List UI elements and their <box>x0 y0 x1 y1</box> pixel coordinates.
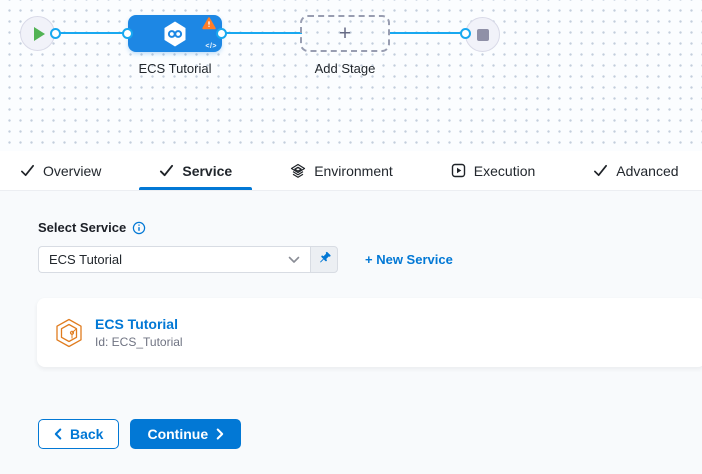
select-service-label: Select Service <box>38 220 127 235</box>
continue-button[interactable]: Continue <box>130 419 242 449</box>
tab-advanced[interactable]: Advanced <box>573 151 698 190</box>
chevron-down-icon <box>288 256 300 264</box>
back-button-label: Back <box>70 426 104 442</box>
pin-icon <box>316 251 333 268</box>
pipeline-edge <box>55 32 130 34</box>
service-card-text: ECS Tutorial Id: ECS_Tutorial <box>95 316 183 349</box>
new-service-link[interactable]: + New Service <box>365 246 453 273</box>
pipeline-end-node[interactable] <box>465 17 500 52</box>
edge-connector <box>50 28 61 39</box>
stage-node-ecs-tutorial[interactable]: </> <box>128 15 222 52</box>
tab-label: Overview <box>43 162 102 179</box>
select-service-label-row: Select Service <box>38 220 146 235</box>
pipeline-canvas[interactable]: </> + ECS Tutorial Add Stage <box>0 0 702 151</box>
service-select-row: ECS Tutorial <box>38 246 338 273</box>
tab-label: Environment <box>314 162 393 179</box>
service-tab-panel: Select Service ECS Tutorial <box>0 191 702 474</box>
chevron-right-icon <box>216 428 224 440</box>
tab-label: Service <box>182 162 233 179</box>
edge-connector <box>122 28 133 39</box>
tab-label: Execution <box>473 162 536 179</box>
code-badge: </> <box>205 43 217 50</box>
environment-icon <box>290 163 306 179</box>
check-icon <box>593 163 608 178</box>
edge-connector <box>460 28 471 39</box>
harness-cd-hexagon-icon <box>163 21 187 47</box>
tab-environment[interactable]: Environment <box>270 151 413 190</box>
tab-execution[interactable]: Execution <box>431 151 555 190</box>
service-hexagon-icon <box>55 318 83 348</box>
pipeline-edge <box>388 32 468 34</box>
check-icon <box>20 163 35 178</box>
new-service-label: + New Service <box>365 252 453 267</box>
check-icon <box>159 163 174 178</box>
tab-label: Advanced <box>616 162 679 179</box>
execution-icon <box>451 163 466 178</box>
service-card-title[interactable]: ECS Tutorial <box>95 316 178 332</box>
back-button[interactable]: Back <box>38 419 120 449</box>
pin-service-button[interactable] <box>310 246 338 273</box>
add-stage-label: Add Stage <box>314 61 376 76</box>
wizard-footer: Back Continue <box>38 419 242 449</box>
stage-config-tabs: Overview Service Environment <box>0 151 702 191</box>
edge-connector <box>216 28 227 39</box>
plus-icon: + <box>338 22 352 45</box>
stage-node-label: ECS Tutorial <box>138 61 212 76</box>
pipeline-edge <box>220 32 302 34</box>
service-select-input[interactable]: ECS Tutorial <box>38 246 310 273</box>
play-icon <box>34 26 45 41</box>
pipeline-start-node[interactable] <box>20 16 55 51</box>
chevron-left-icon <box>54 428 62 440</box>
tab-overview[interactable]: Overview <box>0 151 121 190</box>
tab-service[interactable]: Service <box>139 151 253 190</box>
service-card[interactable]: ECS Tutorial Id: ECS_Tutorial <box>37 298 702 367</box>
continue-button-label: Continue <box>147 426 209 442</box>
service-select-value: ECS Tutorial <box>49 252 122 267</box>
info-icon[interactable] <box>132 221 146 235</box>
warning-triangle-icon <box>202 17 216 35</box>
stop-icon <box>476 28 489 41</box>
add-stage-button[interactable]: + <box>300 15 390 52</box>
active-tab-underline <box>139 187 253 190</box>
service-card-id: Id: ECS_Tutorial <box>95 335 183 349</box>
